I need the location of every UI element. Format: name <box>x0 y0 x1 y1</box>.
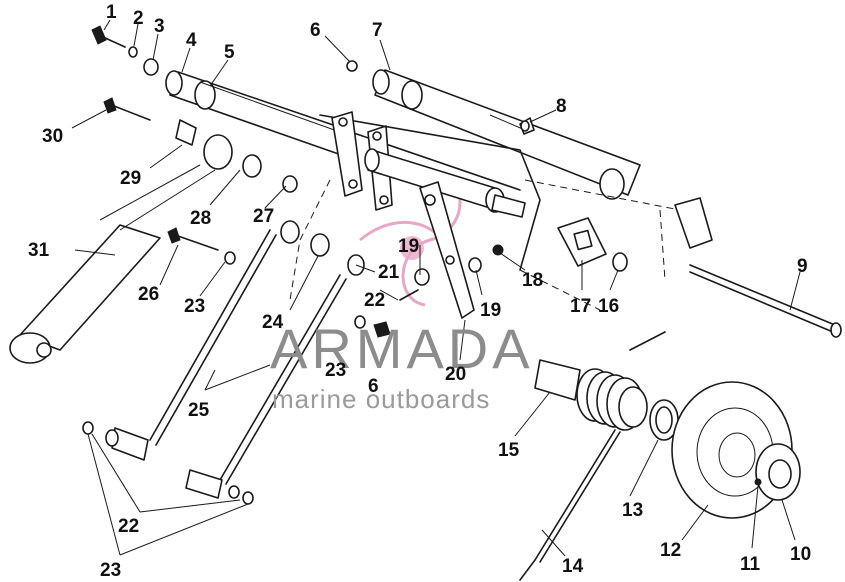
washer-13 <box>649 399 679 441</box>
callout-31: 31 <box>28 240 50 261</box>
callout-19-upper: 19 <box>398 236 419 257</box>
bracket-left <box>331 111 363 197</box>
callout-25: 25 <box>188 400 210 421</box>
center-shaft <box>364 148 526 218</box>
callout-11: 11 <box>740 554 761 575</box>
callout-6-top: 6 <box>310 20 321 41</box>
mount-plate <box>557 217 628 272</box>
callout-21: 21 <box>378 262 400 283</box>
spacers-28 <box>242 154 365 276</box>
tie-rods <box>82 229 347 505</box>
callout-23-lower: 23 <box>100 560 121 581</box>
callout-22-center: 22 <box>364 290 385 311</box>
fitting-8 <box>346 60 530 132</box>
shock-absorber <box>9 119 233 364</box>
torsion-spring <box>519 331 666 581</box>
idler-wheel <box>671 381 801 519</box>
rear-mount <box>519 117 842 338</box>
callout-8: 8 <box>556 96 567 117</box>
callout-2: 2 <box>133 8 144 29</box>
washers-center <box>354 244 504 338</box>
callout-7: 7 <box>372 20 383 41</box>
callout-10: 10 <box>790 544 811 565</box>
callout-13: 13 <box>622 500 643 521</box>
callout-9: 9 <box>797 256 808 277</box>
callout-3: 3 <box>154 16 165 37</box>
upper-bolt <box>91 25 159 76</box>
bolt-26 <box>167 227 236 265</box>
callout-27: 27 <box>253 206 274 227</box>
callout-15: 15 <box>498 440 520 461</box>
callout-4: 4 <box>186 30 197 51</box>
callout-20: 20 <box>445 364 466 385</box>
callout-labels: 1 2 3 4 5 6 7 8 9 10 11 12 13 14 15 16 1… <box>28 2 811 581</box>
callout-12: 12 <box>660 540 681 561</box>
callout-26: 26 <box>138 284 159 305</box>
watermark-title: ARMADA <box>270 317 534 380</box>
bolt-30 <box>103 97 151 121</box>
callout-6-center: 6 <box>368 376 379 397</box>
callout-16: 16 <box>598 296 619 317</box>
front-tube <box>165 70 351 159</box>
callout-19-lower: 19 <box>480 300 501 321</box>
rear-tube <box>372 69 641 200</box>
watermark-subtitle: marine outboards <box>272 384 490 414</box>
callout-23-center: 23 <box>325 360 346 381</box>
callout-28: 28 <box>190 208 211 229</box>
callout-17: 17 <box>570 296 591 317</box>
rocker-arm <box>419 181 475 319</box>
callout-29: 29 <box>120 168 141 189</box>
callout-30: 30 <box>42 126 63 147</box>
callout-23-left: 23 <box>184 296 205 317</box>
leader-lines <box>71 19 801 557</box>
callout-14: 14 <box>562 556 584 577</box>
callout-5: 5 <box>224 42 235 63</box>
callout-24: 24 <box>262 312 284 333</box>
callout-22-lower: 22 <box>118 516 139 537</box>
callout-1: 1 <box>106 2 117 23</box>
callout-18: 18 <box>522 270 543 291</box>
